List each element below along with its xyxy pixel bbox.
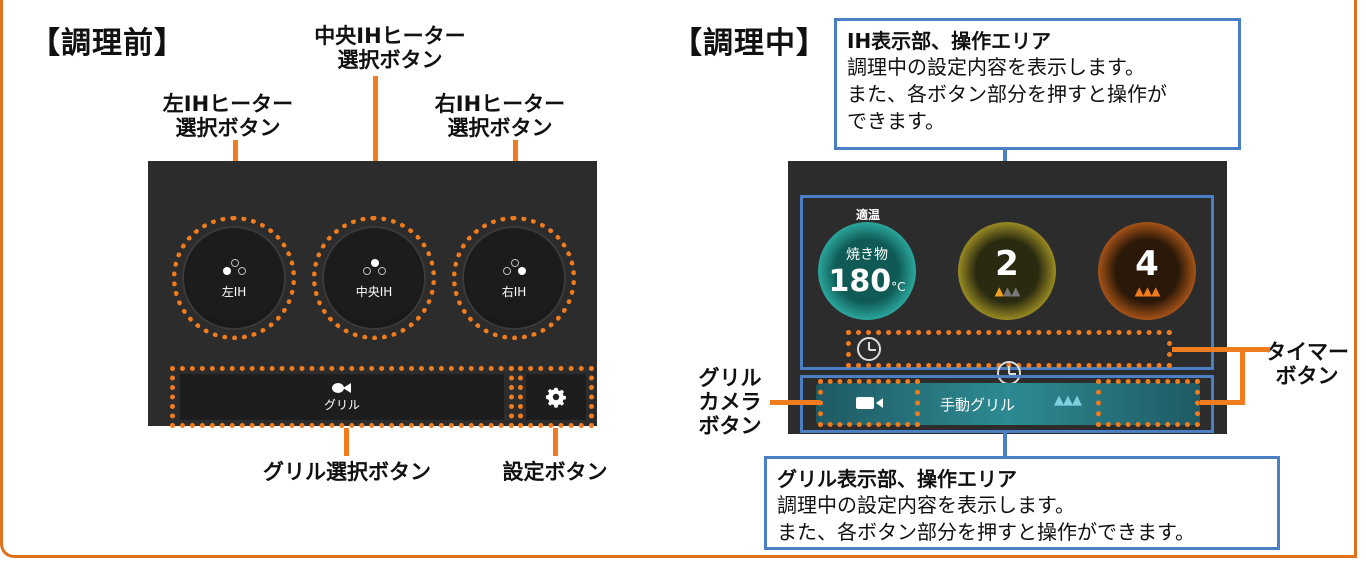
- settings-button[interactable]: [526, 374, 586, 420]
- camera-button[interactable]: [828, 387, 910, 419]
- left-ih-ring: [172, 216, 296, 340]
- leader-settings: [553, 428, 558, 456]
- left-burner-display[interactable]: 焼き物 180 °C: [818, 222, 916, 320]
- gear-icon: [545, 387, 566, 408]
- leader-timer-top: [1172, 347, 1270, 352]
- left-ih-button[interactable]: 左IH: [182, 226, 286, 330]
- right-ih-label: 右IHヒーター選択ボタン: [434, 92, 566, 140]
- center-burner-display[interactable]: 2 ▲▲▲: [958, 222, 1056, 320]
- ih-area-callout: IH表示部、操作エリア 調理中の設定内容を表示します。 また、各ボタン部分を押す…: [834, 18, 1241, 150]
- grill-select-ring: [170, 366, 514, 428]
- grill-text: グリル: [323, 397, 360, 412]
- timer-button-label: タイマーボタン: [1265, 340, 1349, 388]
- leader-grill: [344, 428, 349, 456]
- center-ih-label: 中央IHヒーター選択ボタン: [314, 24, 466, 72]
- center-burner-level: 2: [995, 244, 1019, 284]
- before-title: 【調理前】: [30, 26, 185, 61]
- grill-timer-ring: [1096, 379, 1200, 427]
- leader-timer-bottom: [1200, 400, 1245, 405]
- grill-select-label: グリル選択ボタン: [263, 460, 431, 484]
- flame-level-2-icon: ▲▲▲: [994, 284, 1021, 298]
- camera-icon: [855, 397, 874, 409]
- grill-select-button[interactable]: グリル: [180, 374, 504, 420]
- center-ih-button[interactable]: 中央IH: [322, 226, 426, 330]
- center-ih-text: 中央IH: [355, 284, 393, 299]
- burner-left-icon: [214, 257, 254, 279]
- ih-area-heading: IH表示部、操作エリア: [847, 29, 1052, 53]
- during-title: 【調理中】: [672, 26, 827, 61]
- left-burner-unit: °C: [891, 279, 906, 294]
- burner-center-icon: [354, 257, 394, 279]
- left-timer-icon[interactable]: [857, 337, 881, 361]
- settings-label: 設定ボタン: [502, 460, 608, 484]
- outer-frame-right: [1354, 0, 1357, 558]
- grill-mode-text: 手動グリル: [940, 396, 1016, 414]
- left-ih-text: 左IH: [221, 284, 247, 299]
- center-ih-ring: [312, 216, 436, 340]
- grill-area-callout: グリル表示部、操作エリア 調理中の設定内容を表示します。 また、各ボタン部分を押…: [764, 456, 1280, 550]
- right-ih-button[interactable]: 右IH: [462, 226, 566, 330]
- left-ih-label: 左IHヒーター選択ボタン: [162, 92, 294, 140]
- leader-timer-vertical: [1240, 347, 1245, 405]
- fish-icon: [332, 382, 352, 394]
- leader-center: [373, 76, 378, 218]
- grill-area-heading: グリル表示部、操作エリア: [777, 467, 1017, 491]
- right-burner-display[interactable]: 4 ▲▲▲: [1098, 222, 1196, 320]
- leader-camera: [770, 400, 820, 405]
- right-burner-level: 4: [1135, 244, 1159, 284]
- flame-level-4-icon: ▲▲▲: [1134, 284, 1161, 298]
- right-ih-ring: [452, 216, 576, 340]
- right-ih-text: 右IH: [501, 284, 527, 299]
- left-burner-mode: 焼き物: [846, 246, 888, 263]
- burner-right-icon: [494, 257, 534, 279]
- grill-area-connector: [1003, 433, 1007, 457]
- left-burner-status: 適温: [855, 208, 880, 222]
- settings-ring: [518, 366, 594, 428]
- camera-button-ring: [818, 379, 920, 427]
- camera-button-label: グリルカメラボタン: [698, 366, 762, 438]
- grill-flame-icon: ▲▲▲: [1054, 393, 1082, 408]
- left-burner-temp: 180: [828, 263, 892, 299]
